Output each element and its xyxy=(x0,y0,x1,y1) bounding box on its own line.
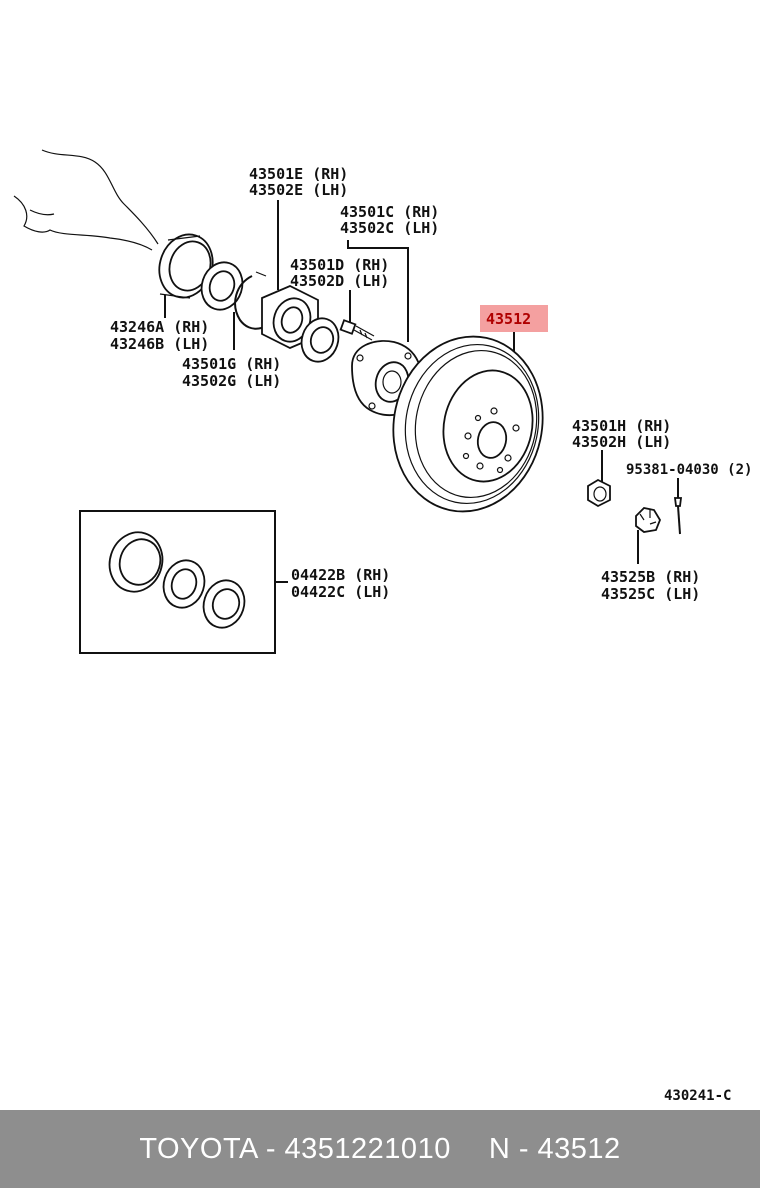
parts-diagram: 43501E (RH) 43502E (LH) 43501C (RH) 4350… xyxy=(13,149,752,1104)
label-43502C[interactable]: 43502C (LH) xyxy=(340,219,439,237)
label-43246B[interactable]: 43246B (LH) xyxy=(110,335,209,353)
kit-ring-part[interactable] xyxy=(158,555,211,613)
label-43501G[interactable]: 43501G (RH) xyxy=(182,355,281,373)
kit-bearing-part[interactable] xyxy=(198,575,251,633)
footer-brand-part: TOYOTA - 4351221010 xyxy=(139,1132,451,1165)
label-43501C[interactable]: 43501C (RH) xyxy=(340,203,439,221)
label-43501E[interactable]: 43501E (RH) xyxy=(249,165,348,183)
label-04422B[interactable]: 04422B (RH) xyxy=(291,566,390,584)
label-43501D[interactable]: 43501D (RH) xyxy=(290,256,389,274)
highlight-box-43512 xyxy=(480,305,548,332)
diagram-code: 430241-C xyxy=(664,1088,731,1104)
label-43512[interactable]: 43512 xyxy=(486,310,531,328)
cotter-pin-part[interactable] xyxy=(673,478,683,535)
label-43502H[interactable]: 43502H (LH) xyxy=(572,433,671,451)
label-43502G[interactable]: 43502G (LH) xyxy=(182,372,281,390)
label-43525B[interactable]: 43525B (RH) xyxy=(601,568,700,586)
inner-ring-part[interactable] xyxy=(196,257,249,315)
leader-43501C xyxy=(347,240,409,342)
footer-ref: N - 43512 xyxy=(488,1132,621,1165)
lock-nut-part[interactable] xyxy=(587,478,611,508)
footer-bar: TOYOTA - 4351221010 N - 43512 xyxy=(0,1110,760,1188)
knuckle-sketch xyxy=(13,149,159,251)
label-43525C[interactable]: 43525C (LH) xyxy=(601,585,700,603)
hub-bolt-part[interactable] xyxy=(339,319,375,341)
label-43501H[interactable]: 43501H (RH) xyxy=(572,417,671,435)
kit-seal-part[interactable] xyxy=(102,525,170,598)
label-43246A[interactable]: 43246A (RH) xyxy=(110,318,209,336)
label-43502D[interactable]: 43502D (LH) xyxy=(290,272,389,290)
label-43502E[interactable]: 43502E (LH) xyxy=(249,181,348,199)
castle-nut-part[interactable] xyxy=(635,507,662,533)
oil-seal-part[interactable] xyxy=(296,314,344,367)
disc-rotor-part[interactable] xyxy=(377,323,558,526)
label-95381[interactable]: 95381-04030 (2) xyxy=(626,462,752,478)
label-04422C[interactable]: 04422C (LH) xyxy=(291,583,390,601)
